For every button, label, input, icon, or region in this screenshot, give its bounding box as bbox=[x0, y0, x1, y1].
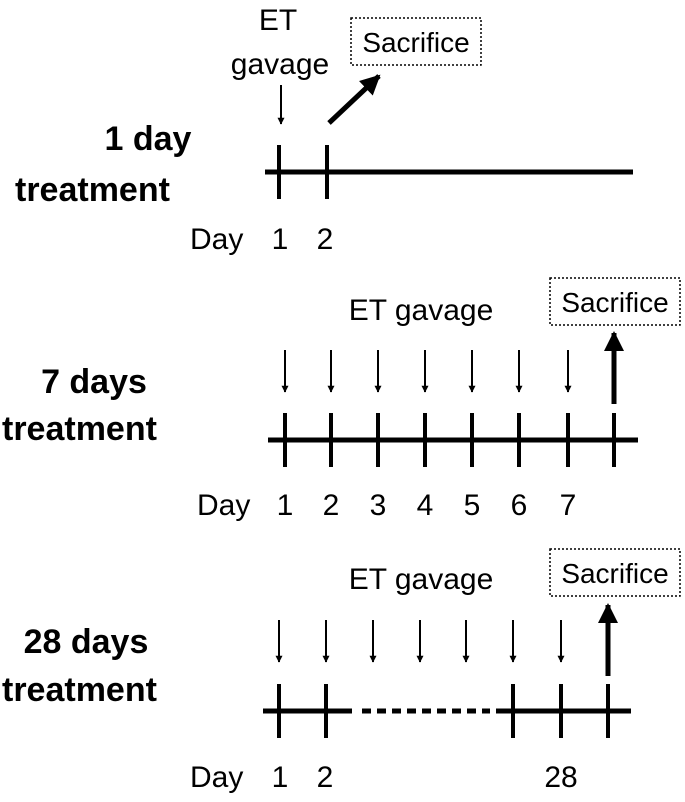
panel-7-ticks bbox=[283, 413, 616, 467]
panel-7-day-label-6: 6 bbox=[511, 489, 528, 522]
panel-7-gavage-arrows bbox=[281, 350, 572, 393]
panel-7-sacrifice-label: Sacrifice bbox=[561, 287, 668, 318]
panel-1-day-label-1: 1 bbox=[272, 223, 289, 256]
panel-28-gavage-label: ET gavage bbox=[349, 563, 494, 596]
panel-1-title-line1: 1 day bbox=[105, 120, 192, 158]
panel-7-days: 7 days treatment ET gavage Sacrifice Da bbox=[2, 277, 681, 522]
panel-7-day-label-7: 7 bbox=[560, 489, 577, 522]
panel-7-day-prefix: Day bbox=[197, 489, 250, 522]
panel-7-day-label-1: 1 bbox=[277, 489, 294, 522]
panel-7-gavage-label: ET gavage bbox=[349, 294, 494, 327]
panel-7-day-label-2: 2 bbox=[323, 489, 340, 522]
panel-7-day-label-5: 5 bbox=[464, 489, 481, 522]
panel-1-title-line2: treatment bbox=[15, 171, 170, 209]
panel-1-gavage-line1: ET bbox=[259, 4, 297, 37]
panel-7-title-line2: treatment bbox=[2, 410, 157, 448]
panel-1-sacrifice-box bbox=[350, 17, 482, 66]
panel-28-gavage-arrows bbox=[275, 620, 565, 663]
panel-28-day-label-2: 2 bbox=[317, 761, 334, 794]
panel-7-day-label-4: 4 bbox=[417, 489, 434, 522]
panel-1-gavage-line2: gavage bbox=[231, 48, 329, 81]
panel-7-title-line1: 7 days bbox=[41, 363, 147, 401]
panel-28-day-prefix: Day bbox=[190, 761, 243, 794]
panel-1-sacrifice-arrow bbox=[327, 74, 381, 125]
panel-28-days: 28 days treatment ET gavage Sacrifice Da… bbox=[2, 548, 681, 794]
panel-28-title-line1: 28 days bbox=[24, 623, 149, 661]
panel-1-day: 1 day treatment ET gavage Sacrifice Day … bbox=[15, 4, 633, 256]
panel-28-sacrifice-label: Sacrifice bbox=[561, 558, 668, 589]
panel-1-day-label-2: 2 bbox=[317, 223, 334, 256]
panel-28-title-line2: treatment bbox=[2, 671, 157, 709]
panel-28-day-label-1: 1 bbox=[272, 761, 289, 794]
panel-28-day-label-28: 28 bbox=[544, 761, 577, 794]
panel-1-sacrifice-label: Sacrifice bbox=[362, 27, 469, 58]
panel-7-day-label-3: 3 bbox=[370, 489, 387, 522]
panel-28-ticks bbox=[277, 684, 610, 738]
panel-1-day-prefix: Day bbox=[190, 223, 243, 256]
panel-28-sacrifice-box bbox=[549, 548, 681, 597]
panel-7-sacrifice-box bbox=[549, 277, 681, 326]
